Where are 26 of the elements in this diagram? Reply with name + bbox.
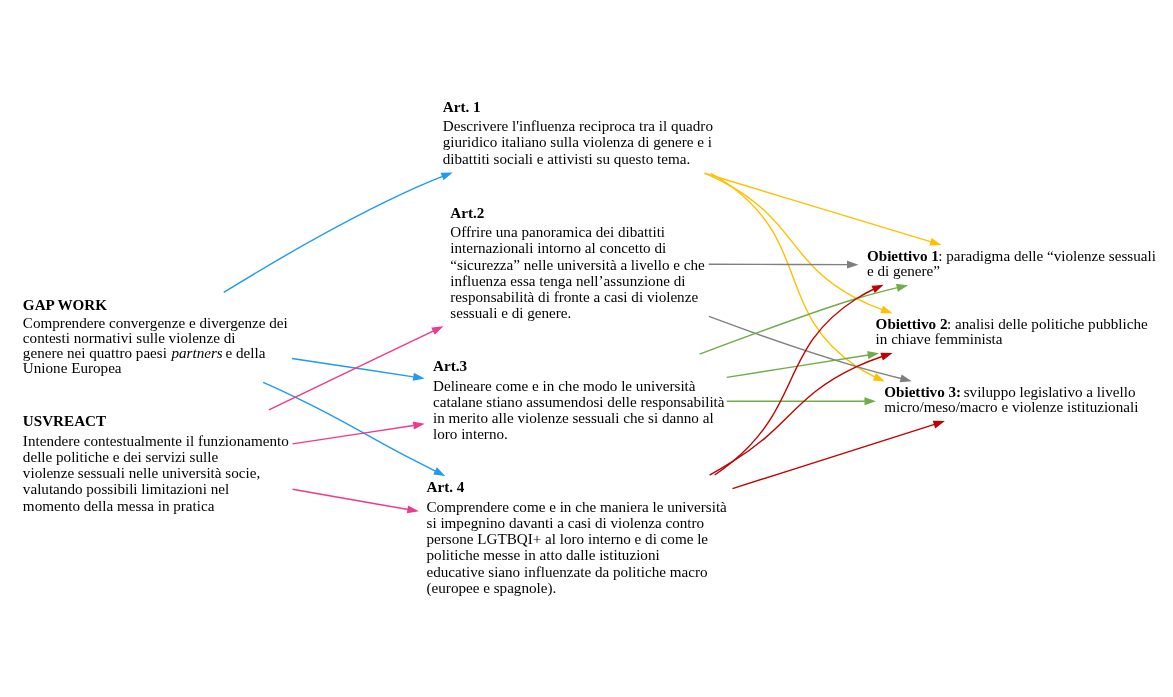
arrow xyxy=(268,326,444,411)
arrow xyxy=(726,397,876,406)
node-text: Obiettivo 3: sviluppo legislativo a livello micro/meso/macro e violenze istituzionali xyxy=(884,384,1139,416)
node-text: Art.2 Offrire una panoramica dei dibattiti internazionali intorno al concetto di “sicurezza” nelle università a livello e che influenza essa tenga nell’assunzione di responsabilità di fronte a casi di violenze sessuali e di genere. xyxy=(450,204,705,322)
node-text: Obiettivo 2: analisi delle politiche pubbliche in chiave femminista xyxy=(875,315,1148,348)
arrow xyxy=(291,421,425,445)
node-text: Art.3 Delineare come e in che modo le università catalane stiano assumendosi delle responsabilità in merito alle violenze sessuali che si danno al loro interno. xyxy=(433,358,725,443)
node-text: Art. 4 Comprendere come e in che maniera le università si impegnino davanti a casi di violenza contro persone LGTBQI+ al loro interno e di come le politiche messe in atto dalle istituzioni educative siano influenzate da politiche macro (europee e spagnole). xyxy=(426,479,727,596)
arrow xyxy=(703,172,942,246)
arrow xyxy=(710,172,885,382)
arrow xyxy=(726,351,880,379)
arrow xyxy=(698,283,909,355)
arrow xyxy=(714,284,884,476)
node-text: USVREACT Intendere contestualmente il funzionamento delle politiche e dei servizi sulle violenze sessuali nelle università socie, valutando possibili limitazioni nel momento della messa in pratica xyxy=(22,413,289,514)
arrow xyxy=(731,420,945,490)
node-text: Art. 1 Descrivere l'influenza reciproca tra il quadro giuridico italiano sulla violenza di genere e i dibattiti sociali e attivisti su questo tema. xyxy=(442,98,713,167)
arrow xyxy=(223,172,453,294)
arrow xyxy=(708,352,893,476)
arrow xyxy=(708,315,912,383)
arrow xyxy=(262,381,446,477)
arrow xyxy=(291,488,419,514)
arrow xyxy=(704,172,893,314)
arrow xyxy=(291,357,425,381)
node-text: GAP WORK Comprendere convergenze e divergenze dei contesti normativi sulle violenze di genere nei quattro paesi partners e della Unione Europea xyxy=(22,296,288,377)
arrow xyxy=(708,260,859,269)
node-text: Obiettivo 1: paradigma delle “violenze sessuali e di genere” xyxy=(866,247,1156,280)
